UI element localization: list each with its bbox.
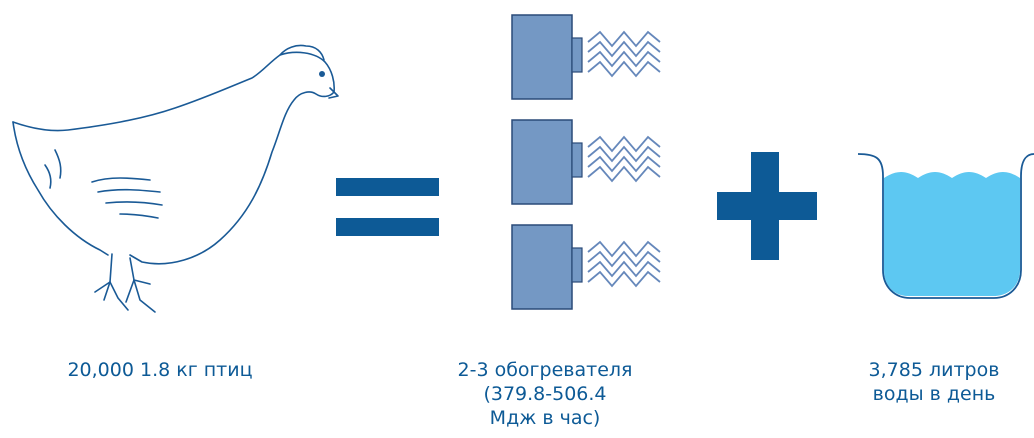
chicken-outline-icon [12, 44, 339, 313]
heaters-caption: 2-3 обогревателя (379.8-506.4 Мдж в час) [457, 359, 633, 429]
water-caption: 3,785 литров воды в день [868, 359, 1000, 405]
water-bucket-icon [857, 153, 1034, 299]
plus-icon [717, 152, 817, 260]
chicken-eye-icon [319, 71, 325, 77]
space-heater-icon [511, 224, 661, 310]
equals-icon [336, 178, 439, 236]
chicken-caption: 20,000 1.8 кг птиц [67, 359, 253, 381]
space-heater-icon [511, 119, 661, 205]
space-heater-icon [511, 14, 661, 100]
